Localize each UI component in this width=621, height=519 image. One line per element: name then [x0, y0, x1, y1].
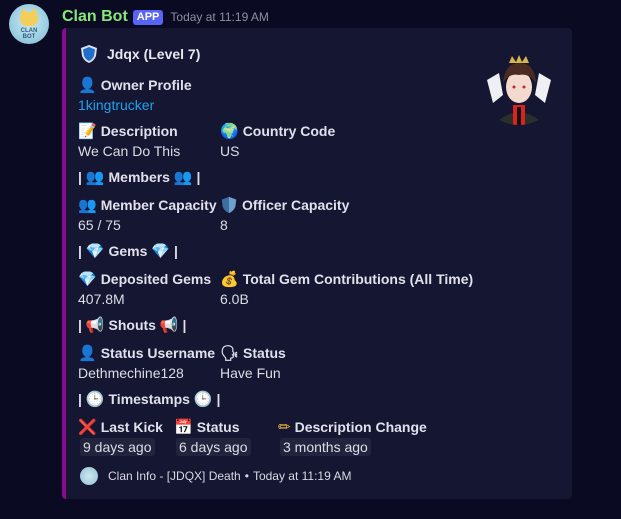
last-kick-value-wrap: 9 days ago — [80, 438, 155, 456]
description-label: Description — [100, 123, 178, 139]
owner-profile-link[interactable]: 1kingtrucker — [78, 97, 155, 113]
status-username-field-name: 👤 Status Username — [78, 344, 215, 362]
divider: | — [78, 169, 82, 185]
description-value: We Can Do This — [78, 143, 181, 159]
deposited-gems-field-name: 💎 Deposited Gems — [78, 270, 211, 288]
divider: | — [78, 391, 82, 407]
calendar-icon: 📅 — [174, 418, 193, 436]
members-icon: 👥 — [85, 168, 105, 186]
last-kick-field-name: ❌ Last Kick — [78, 418, 163, 436]
globe-icon: 🌍 — [220, 122, 239, 140]
pencil-icon: ✏ — [278, 418, 291, 436]
footer-separator: • — [244, 469, 249, 483]
officer-capacity-value: 8 — [220, 217, 228, 233]
desc-change-value-wrap: 3 months ago — [280, 438, 371, 456]
deposited-gems-value: 407.8M — [78, 291, 125, 307]
status-label: Status — [243, 345, 286, 361]
officer-capacity-label: Officer Capacity — [242, 197, 350, 213]
clan-embed: Jdqx (Level 7) 👤 Owner Profile 1kingtruc… — [62, 28, 572, 499]
desc-change-label: Description Change — [294, 419, 427, 435]
status-username-value: Dethmechine128 — [78, 365, 184, 381]
total-contrib-label: Total Gem Contributions (All Time) — [242, 271, 474, 287]
character-portrait-icon — [487, 55, 551, 125]
desc-change-value[interactable]: 3 months ago — [280, 438, 371, 456]
country-field-name: 🌍 Country Code — [220, 122, 335, 140]
status-time-field-name: 📅 Status — [174, 418, 239, 436]
status-value: Have Fun — [220, 365, 281, 381]
shouts-label: Shouts — [108, 317, 156, 333]
gems-label: Gems — [108, 243, 148, 259]
person-icon: 👤 — [78, 76, 97, 94]
member-capacity-field-name: 👥 Member Capacity — [78, 196, 217, 214]
clock-icon: 🕒 — [85, 390, 105, 408]
speaking-head-icon: 🗣 — [220, 344, 240, 362]
divider: | — [78, 243, 82, 259]
country-value: US — [220, 143, 240, 159]
gem-icon: 💎 — [78, 270, 97, 288]
member-capacity-value: 65 / 75 — [78, 217, 121, 233]
owner-field-name: 👤 Owner Profile — [78, 76, 192, 94]
megaphone-icon: 📢 — [159, 316, 179, 334]
person-icon: 👤 — [78, 344, 97, 362]
divider: | — [216, 391, 221, 407]
status-username-label: Status Username — [100, 345, 216, 361]
total-contrib-field-name: 💰 Total Gem Contributions (All Time) — [220, 270, 473, 288]
officer-capacity-field-name: Officer Capacity — [220, 196, 349, 214]
embed-footer: Clan Info - [JDQX] Death • Today at 11:1… — [80, 467, 351, 485]
members-label: Members — [108, 169, 170, 185]
memo-icon: 📝 — [78, 122, 97, 140]
avatar-label: CLAN BOT — [20, 28, 38, 40]
description-field-name: 📝 Description — [78, 122, 178, 140]
divider: | — [196, 169, 201, 185]
embed-title-row: Jdqx (Level 7) — [79, 44, 200, 64]
app-badge: APP — [132, 9, 164, 25]
total-contrib-value: 6.0B — [220, 291, 249, 307]
shield-icon — [81, 45, 97, 63]
timestamps-section-header: | 🕒Timestamps 🕒| — [78, 390, 220, 408]
divider: | — [182, 317, 187, 333]
message-header: Clan Bot APP Today at 11:19 AM — [62, 7, 269, 27]
clan-thumbnail[interactable] — [479, 45, 559, 125]
deposited-gems-label: Deposited Gems — [100, 271, 212, 287]
clock-icon: 🕒 — [193, 390, 213, 408]
author-name[interactable]: Clan Bot — [62, 8, 128, 25]
members-icon: 👥 — [78, 196, 97, 214]
divider: | — [78, 317, 82, 333]
footer-timestamp: Today at 11:19 AM — [252, 469, 352, 483]
footer-text: Clan Info - [JDQX] Death — [108, 469, 241, 483]
country-label: Country Code — [242, 123, 336, 139]
members-icon: 👥 — [173, 168, 193, 186]
money-bag-icon: 💰 — [220, 270, 239, 288]
gems-section-header: | 💎Gems 💎| — [78, 242, 178, 260]
cross-mark-icon: ❌ — [78, 418, 97, 436]
members-section-header: | 👥Members 👥| — [78, 168, 200, 186]
gem-icon: 💎 — [151, 242, 170, 260]
status-time-value-wrap: 6 days ago — [176, 438, 251, 456]
status-field-name: 🗣 Status — [220, 344, 286, 362]
member-capacity-label: Member Capacity — [100, 197, 217, 213]
divider: | — [174, 243, 178, 259]
megaphone-icon: 📢 — [85, 316, 105, 334]
desc-change-field-name: ✏ Description Change — [278, 418, 427, 436]
owner-label: Owner Profile — [100, 77, 192, 93]
shouts-section-header: | 📢Shouts 📢| — [78, 316, 186, 334]
timestamps-label: Timestamps — [108, 391, 190, 407]
status-time-value[interactable]: 6 days ago — [176, 438, 251, 456]
last-kick-value[interactable]: 9 days ago — [80, 438, 155, 456]
shield-icon — [221, 196, 237, 214]
footer-bot-icon — [80, 467, 98, 485]
status-time-label: Status — [196, 419, 240, 435]
message-timestamp: Today at 11:19 AM — [170, 10, 269, 24]
cat-mascot-icon — [20, 8, 38, 26]
gem-icon: 💎 — [85, 242, 105, 260]
embed-title: Jdqx (Level 7) — [107, 46, 201, 62]
bot-avatar[interactable]: CLAN BOT — [9, 4, 49, 44]
last-kick-label: Last Kick — [100, 419, 163, 435]
